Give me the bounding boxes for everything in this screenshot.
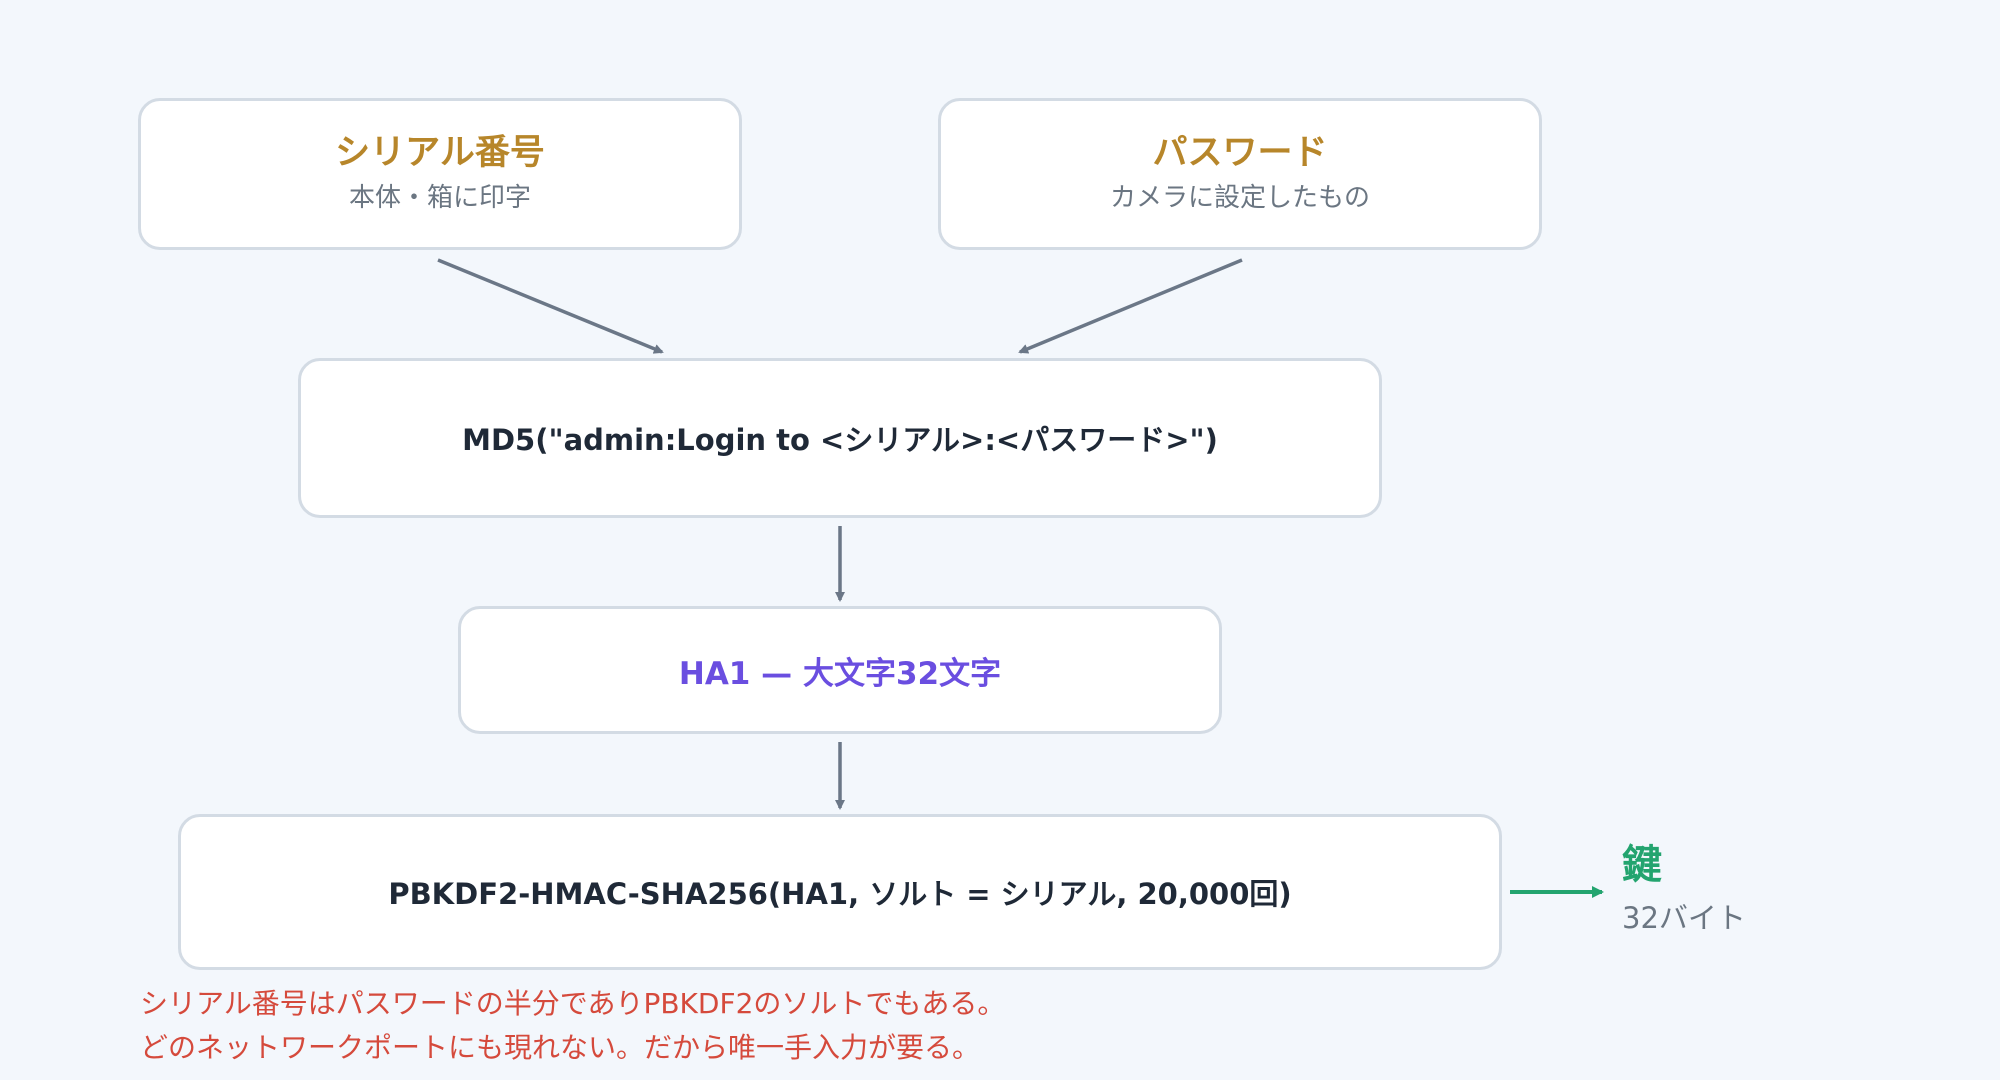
pbkdf2-formula: PBKDF2-HMAC-SHA256(HA1, ソルト = シリアル, 20,0… (388, 877, 1292, 911)
md5-node: MD5("admin:Login to <シリアル>:<パスワード>") (298, 358, 1382, 518)
key-output-size: 32バイト (1622, 901, 1746, 935)
ha1-node: HA1 — 大文字32文字 (458, 606, 1222, 734)
note-line-2: どのネットワークポートにも現れない。だから唯一手入力が要る。 (140, 1031, 981, 1064)
ha1-label: HA1 — 大文字32文字 (678, 655, 1002, 692)
serial-number-node: シリアル番号 本体・箱に印字 (138, 98, 742, 250)
serial-number-title: シリアル番号 (335, 133, 545, 173)
password-subtitle: カメラに設定したもの (1109, 183, 1370, 213)
arrow-password-to-md5 (1018, 258, 1243, 354)
arrow-serial-to-md5 (437, 258, 664, 354)
serial-number-subtitle: 本体・箱に印字 (348, 183, 531, 213)
note-line-1: シリアル番号はパスワードの半分でありPBKDF2のソルトでもある。 (140, 987, 1006, 1020)
key-output-title: 鍵 (1622, 842, 1662, 888)
pbkdf2-node: PBKDF2-HMAC-SHA256(HA1, ソルト = シリアル, 20,0… (178, 814, 1502, 970)
password-title: パスワード (1152, 133, 1328, 173)
password-node: パスワード カメラに設定したもの (938, 98, 1542, 250)
md5-formula: MD5("admin:Login to <シリアル>:<パスワード>") (462, 423, 1218, 457)
